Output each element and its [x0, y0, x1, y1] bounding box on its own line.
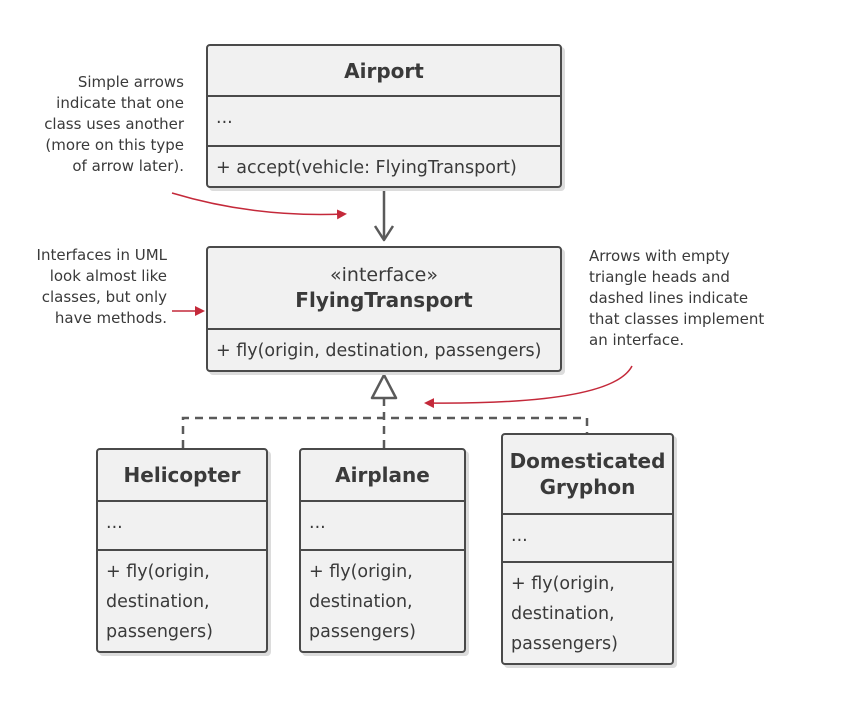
note-triangle-arrows: Arrows with empty triangle heads and das… — [589, 247, 765, 349]
fields-text: ... — [309, 513, 326, 533]
methods-section: + fly(origin, destination, passengers) — [503, 563, 672, 663]
airport-class: Airport ... + accept(vehicle: FlyingTran… — [206, 44, 562, 188]
helicopter-class: Helicopter ... + fly(origin, destination… — [96, 448, 268, 653]
methods-text: + accept(vehicle: FlyingTransport) — [216, 158, 517, 178]
interface-name: FlyingTransport — [295, 288, 473, 313]
interface-header: «interface» FlyingTransport — [208, 248, 560, 330]
fields-section: ... — [503, 515, 672, 563]
methods-section: + fly(origin, destination, passengers) — [98, 551, 266, 651]
class-header: Helicopter — [98, 450, 266, 502]
flying-transport-interface: «interface» FlyingTransport + fly(origin… — [206, 246, 562, 372]
note-arrow-implements — [424, 365, 633, 409]
fields-text: ... — [511, 526, 528, 546]
class-header: Domesticated Gryphon — [503, 435, 672, 515]
class-header: Airport — [208, 46, 560, 97]
methods-text: + fly(origin, destination, passengers) — [216, 341, 542, 361]
uses-arrow — [373, 190, 395, 242]
note-arrow-uses — [171, 192, 347, 220]
gryphon-class: Domesticated Gryphon ... + fly(origin, d… — [501, 433, 674, 665]
fields-section: ... — [301, 502, 464, 551]
class-name: Airport — [344, 58, 424, 83]
methods-text: + fly(origin, destination, passengers) — [106, 562, 213, 642]
class-header: Airplane — [301, 450, 464, 502]
fields-section: ... — [208, 97, 560, 147]
airplane-class: Airplane ... + fly(origin, destination, … — [299, 448, 466, 653]
class-name: Helicopter — [123, 463, 241, 487]
note-interfaces: Interfaces in UML look almost like class… — [36, 246, 167, 327]
methods-section: + accept(vehicle: FlyingTransport) — [208, 147, 560, 186]
methods-text: + fly(origin, destination, passengers) — [309, 562, 416, 642]
class-name: Airplane — [335, 463, 430, 487]
methods-text: + fly(origin, destination, passengers) — [511, 574, 618, 654]
fields-text: ... — [216, 108, 233, 128]
implements-arrow — [181, 373, 589, 448]
fields-text: ... — [106, 513, 123, 533]
stereotype: «interface» — [330, 263, 438, 286]
class-name: Domesticated Gryphon — [509, 449, 666, 499]
methods-section: + fly(origin, destination, passengers) — [208, 330, 560, 370]
methods-section: + fly(origin, destination, passengers) — [301, 551, 464, 651]
fields-section: ... — [98, 502, 266, 551]
note-simple-arrows: Simple arrows indicate that one class us… — [44, 73, 184, 175]
